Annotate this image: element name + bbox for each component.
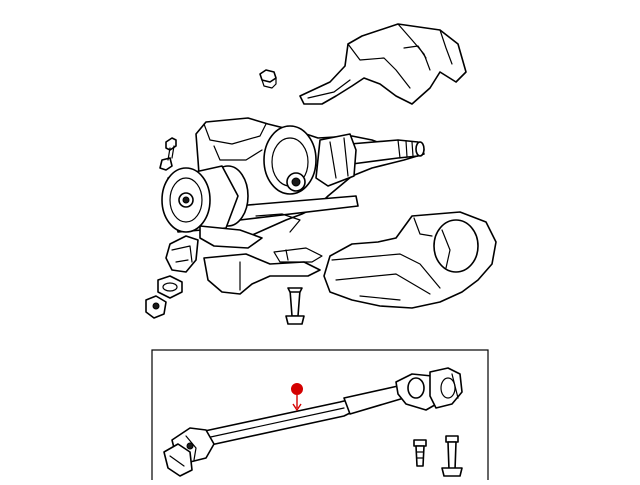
upper-column-shroud bbox=[299, 23, 467, 105]
bolt-center bbox=[285, 287, 305, 325]
bolt-left bbox=[159, 137, 177, 171]
callout-marker bbox=[291, 383, 303, 412]
intermediate-shaft bbox=[163, 367, 463, 477]
nut-top bbox=[259, 69, 277, 89]
bolt-box-right bbox=[441, 435, 463, 477]
bolt-box-left bbox=[413, 439, 427, 467]
lower-column-shroud bbox=[323, 211, 497, 309]
nut-left bbox=[145, 275, 183, 319]
lower-shield bbox=[203, 247, 323, 295]
steering-column-assembly bbox=[161, 117, 425, 273]
intermediate-shaft-box bbox=[151, 349, 489, 485]
